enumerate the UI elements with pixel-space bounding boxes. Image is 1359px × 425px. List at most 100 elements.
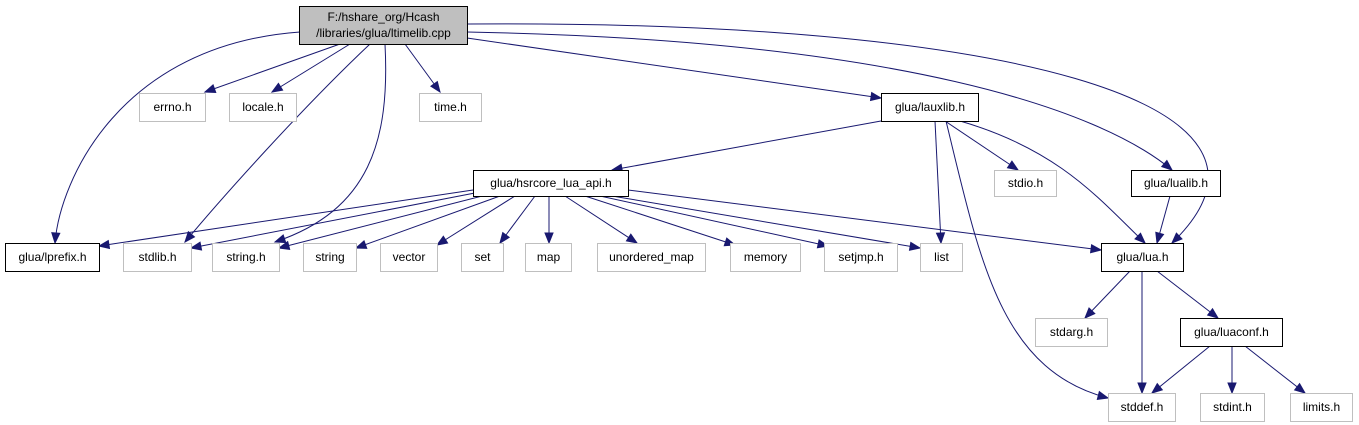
edge-hsrcore-to-map (544, 196, 554, 245)
node-label: stdio.h (1008, 176, 1043, 190)
edge-arrowhead (1084, 307, 1096, 319)
node-lua[interactable]: glua/lua.h (1101, 243, 1184, 272)
edge-arrowhead (935, 232, 946, 245)
edge-arrowhead (97, 239, 111, 250)
edge-line (466, 31, 1173, 171)
edge-lauxlib-to-lua (959, 120, 1146, 244)
edge-hsrcore-to-set (499, 195, 536, 245)
node-lualib[interactable]: glua/lualib.h (1131, 170, 1221, 197)
edge-arrowhead (189, 241, 203, 251)
edge-line (599, 195, 829, 247)
edge-hsrcore-to-lua (627, 189, 1103, 254)
node-locale[interactable]: locale.h (229, 93, 297, 122)
edge-arrowhead (1006, 160, 1020, 171)
edge-arrowhead (1160, 159, 1174, 171)
edge-arrowhead (203, 84, 217, 93)
node-vector[interactable]: vector (380, 243, 438, 272)
node-label: string.h (226, 250, 265, 264)
edge-arrowhead (270, 82, 284, 93)
edge-hsrcore-to-list (611, 195, 922, 251)
node-memory[interactable]: memory (730, 243, 801, 272)
edge-hsrcore-to-vector (435, 195, 516, 246)
node-box (920, 243, 963, 272)
edge-arrowhead (354, 239, 368, 249)
node-time[interactable]: time.h (419, 93, 482, 122)
edge-line (355, 195, 501, 249)
edge-line (934, 120, 942, 244)
edge-line (627, 189, 1102, 251)
node-box (881, 93, 979, 122)
edge-line (466, 37, 882, 99)
node-stddef[interactable]: stddef.h (1108, 393, 1176, 422)
node-set[interactable]: set (461, 243, 504, 272)
node-label: map (537, 250, 561, 264)
edge-hsrcore-to-string (354, 195, 501, 249)
edge-root-to-lualib (466, 31, 1174, 171)
node-label: stddef.h (1121, 400, 1164, 414)
node-label: set (474, 250, 491, 264)
edge-hsrcore-to-stdlib (189, 191, 481, 251)
node-label: stdarg.h (1050, 325, 1093, 339)
node-stringh[interactable]: string.h (212, 243, 280, 272)
edge-luaconf-to-limits (1244, 345, 1307, 394)
edge-arrowhead (273, 234, 287, 244)
node-box (1290, 393, 1353, 422)
edge-arrowhead (1227, 382, 1237, 395)
edge-arrowhead (869, 91, 883, 102)
node-list[interactable]: list (920, 243, 963, 272)
node-luaconf[interactable]: glua/luaconf.h (1180, 318, 1283, 347)
edge-line (611, 120, 882, 171)
node-stdlib[interactable]: stdlib.h (123, 243, 192, 272)
node-string[interactable]: string (303, 243, 357, 272)
node-box (419, 93, 482, 122)
node-lauxlib[interactable]: glua/lauxlib.h (881, 93, 979, 122)
edges-layer (51, 23, 1307, 400)
edge-root-to-stringh (273, 43, 387, 244)
node-label: limits.h (1303, 400, 1340, 414)
edge-lauxlib-to-list (934, 120, 946, 245)
node-box (473, 170, 629, 197)
edge-hsrcore-to-stringh (277, 193, 491, 250)
node-box (229, 93, 297, 122)
node-box (139, 93, 206, 122)
edge-lauxlib-to-hsrcore (610, 120, 882, 173)
node-box (461, 243, 504, 272)
edge-line (436, 195, 516, 246)
edge-arrowhead (908, 241, 922, 251)
node-stdio[interactable]: stdio.h (994, 170, 1057, 197)
node-root[interactable]: F:/hshare_org/Hcash/libraries/glua/ltime… (299, 6, 468, 45)
node-setjmp[interactable]: setjmp.h (824, 243, 898, 272)
node-label: errno.h (153, 100, 191, 114)
node-label: glua/lprefix.h (18, 250, 86, 264)
node-box (525, 243, 572, 272)
node-hsrcore[interactable]: glua/hsrcore_lua_api.h (473, 170, 629, 197)
node-label: time.h (434, 100, 467, 114)
edge-lauxlib-to-stdio (944, 120, 1020, 171)
node-lprefix[interactable]: glua/lprefix.h (5, 243, 100, 272)
edge-arrowhead (625, 233, 639, 244)
node-label: F:/hshare_org/Hcash (327, 10, 439, 24)
edge-arrowhead (1096, 390, 1110, 400)
edge-lualib-to-lua (1155, 195, 1171, 245)
edge-line (278, 193, 491, 249)
node-box (303, 243, 357, 272)
edge-line (945, 120, 1109, 399)
edge-root-to-stdlib (184, 43, 371, 244)
edge-arrowhead (544, 232, 554, 245)
edge-line (466, 23, 1209, 244)
node-box (1200, 393, 1265, 422)
edge-arrowhead (499, 231, 511, 245)
node-box (597, 243, 706, 272)
edge-line (1084, 270, 1131, 319)
node-stdint[interactable]: stdint.h (1200, 393, 1265, 422)
node-label: glua/lua.h (1116, 250, 1168, 264)
node-box (1180, 318, 1283, 347)
node-limits[interactable]: limits.h (1290, 393, 1353, 422)
node-stdarg[interactable]: stdarg.h (1035, 318, 1108, 347)
node-label: glua/hsrcore_lua_api.h (490, 176, 611, 190)
edge-line (271, 43, 351, 93)
edge-line (98, 189, 474, 247)
node-errno[interactable]: errno.h (139, 93, 206, 122)
node-map[interactable]: map (525, 243, 572, 272)
node-unordered_map[interactable]: unordered_map (597, 243, 706, 272)
